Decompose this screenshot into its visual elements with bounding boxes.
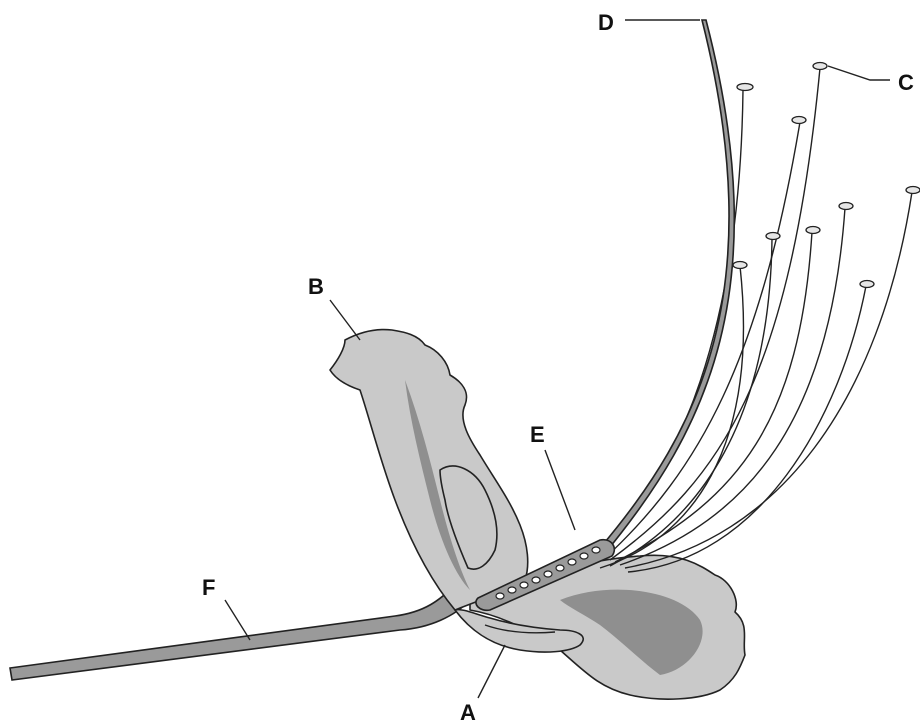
- style: [600, 20, 734, 552]
- label-a: A: [460, 700, 476, 725]
- label-e: E: [530, 422, 545, 447]
- label-e-leader: [545, 450, 575, 530]
- label-a-leader: [478, 645, 505, 698]
- label-c: C: [898, 70, 914, 95]
- label-b-leader: [330, 300, 360, 340]
- label-d: D: [598, 10, 614, 35]
- label-c-leader: [828, 66, 890, 80]
- flower-stalk: [10, 585, 470, 680]
- label-f-leader: [225, 600, 250, 640]
- label-b: B: [308, 274, 324, 299]
- label-f: F: [202, 575, 215, 600]
